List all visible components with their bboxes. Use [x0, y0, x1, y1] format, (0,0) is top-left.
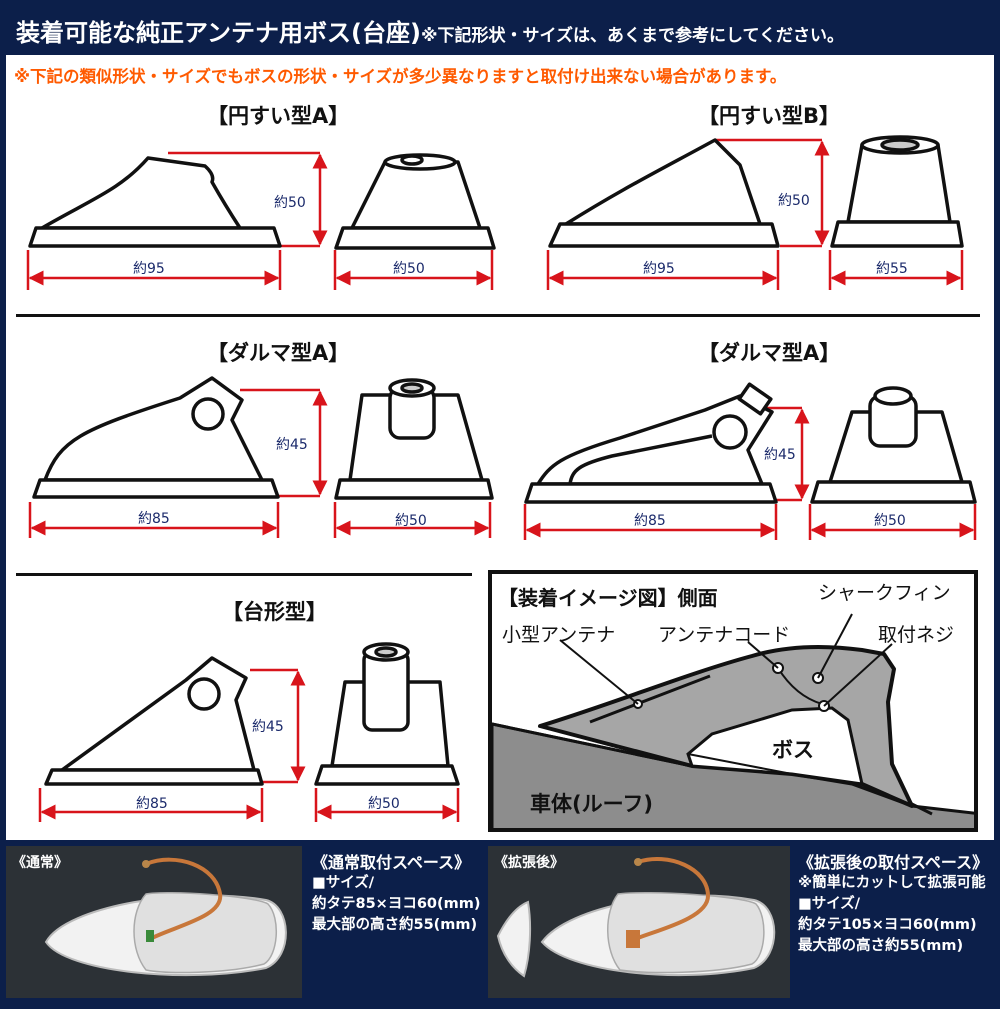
label-small-antenna: 小型アンテナ	[502, 624, 616, 646]
photo-expanded-tag: 《拡張後》	[494, 855, 564, 871]
photo-normal-tag: 《通常》	[12, 855, 68, 871]
header-bar: 装着可能な純正アンテナ用ボス(台座)※下記形状・サイズは、あくまで参考にしてくだ…	[0, 0, 1000, 55]
dim-length-trapezoid: 約85	[136, 796, 168, 812]
dim-length-daruma-a-1: 約85	[138, 511, 170, 527]
expanded-space-title: 《拡張後の取付スペース》	[798, 853, 989, 872]
dim-height-daruma-a-2: 約45	[764, 447, 796, 463]
dim-height-trapezoid: 約45	[252, 719, 284, 735]
page-title: 装着可能な純正アンテナ用ボス(台座)※下記形状・サイズは、あくまで参考にしてくだ…	[16, 13, 844, 48]
expanded-space-size: 約タテ105×ヨコ60(mm)	[798, 917, 977, 933]
dim-width-daruma-a-2: 約50	[874, 513, 906, 529]
photo-normal-drawing	[44, 857, 287, 977]
dim-width-cone-a: 約50	[393, 261, 425, 277]
expanded-space-note: ※簡単にカットして拡張可能	[798, 875, 986, 891]
divider-2	[16, 573, 472, 576]
photo-normal: 《通常》	[6, 846, 302, 998]
normal-space-height: 最大部の高さ約55(mm)	[312, 917, 478, 933]
expanded-space-info: 《拡張後の取付スペース》 ※簡単にカットして拡張可能 ■サイズ/ 約タテ105×…	[798, 852, 988, 957]
normal-space-title: 《通常取付スペース》	[312, 853, 471, 872]
warning-text: ※下記の類似形状・サイズでもボスの形状・サイズが多少異なりますと取付け出来ない場…	[14, 67, 787, 86]
divider-1	[16, 314, 980, 317]
shape-title-daruma-a-1: 【ダルマ型A】	[207, 341, 350, 365]
shape-title-daruma-a-2: 【ダルマ型A】	[698, 341, 841, 365]
dim-height-cone-a: 約50	[274, 195, 306, 211]
label-shark-fin: シャークフィン	[818, 582, 951, 604]
title-note: ※下記形状・サイズは、あくまで参考にしてください。	[420, 26, 844, 46]
normal-space-size: 約タテ85×ヨコ60(mm)	[312, 896, 481, 912]
normal-space-size-label: ■サイズ/	[312, 875, 375, 891]
photo-expanded-drawing	[496, 857, 776, 978]
expanded-space-height: 最大部の高さ約55(mm)	[798, 938, 964, 954]
install-image-box: 【装着イメージ図】側面 シャークフィン 小型アンテナ アンテナコード 取付ネジ …	[488, 570, 978, 832]
label-boss: ボス	[772, 738, 814, 762]
dim-height-daruma-a-1: 約45	[276, 437, 308, 453]
dim-width-daruma-a-1: 約50	[395, 513, 427, 529]
install-image-drawing	[492, 613, 974, 828]
shape-title-cone-a: 【円すい型A】	[207, 104, 350, 128]
label-screw: 取付ネジ	[878, 624, 955, 646]
dim-width-trapezoid: 約50	[368, 796, 400, 812]
title-text: 装着可能な純正アンテナ用ボス(台座)	[16, 19, 421, 47]
dim-length-cone-b: 約95	[643, 261, 675, 277]
photo-expanded: 《拡張後》	[488, 846, 790, 998]
shape-title-trapezoid: 【台形型】	[222, 600, 327, 624]
install-image-title: 【装着イメージ図】側面	[498, 586, 718, 610]
expanded-space-size-label: ■サイズ/	[798, 896, 861, 912]
label-antenna-cord: アンテナコード	[658, 624, 791, 646]
dim-height-cone-b: 約50	[778, 193, 810, 209]
dim-length-cone-a: 約95	[133, 261, 165, 277]
dim-length-daruma-a-2: 約85	[634, 513, 666, 529]
normal-space-info: 《通常取付スペース》 ■サイズ/ 約タテ85×ヨコ60(mm) 最大部の高さ約5…	[312, 852, 480, 936]
shape-title-cone-b: 【円すい型B】	[698, 104, 841, 128]
dim-width-cone-b: 約55	[876, 261, 908, 277]
label-car-body: 車体(ルーフ)	[530, 792, 653, 816]
